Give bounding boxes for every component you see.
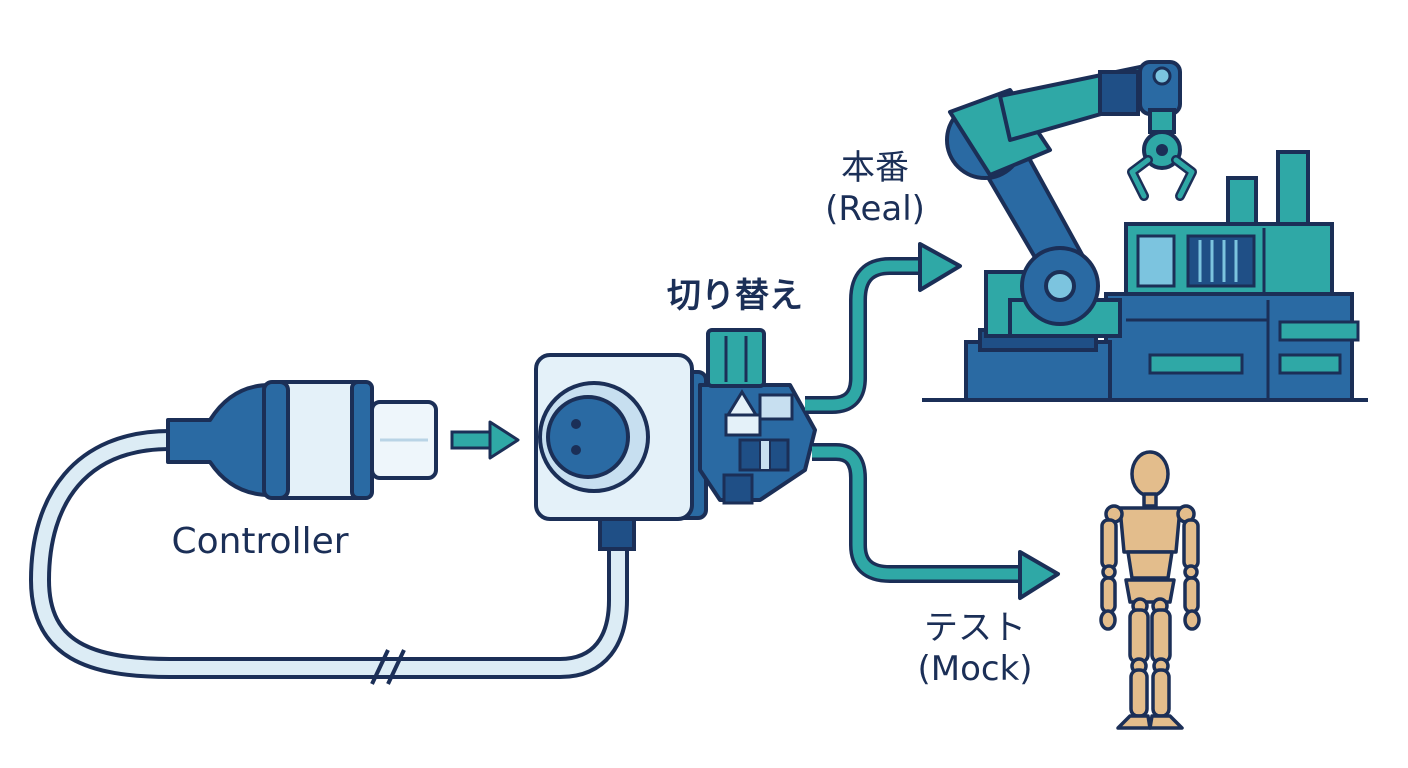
arrow-mock <box>812 443 1060 600</box>
real-label-en: (Real) <box>825 188 925 229</box>
mock-label-en: (Mock) <box>917 648 1033 689</box>
adapter-switch-icon <box>534 328 817 551</box>
switch-label: 切り替え <box>667 276 803 316</box>
arrow-real <box>805 242 962 414</box>
mock-label: テスト (Mock) <box>880 608 1070 690</box>
real-label: 本番 (Real) <box>800 148 950 230</box>
controller-label: Controller <box>171 521 349 562</box>
mock-label-jp: テスト <box>924 608 1026 648</box>
plug-icon <box>166 380 438 500</box>
cable <box>28 429 629 685</box>
real-label-jp: 本番 <box>841 148 909 188</box>
arrow-icon <box>450 420 520 460</box>
robot-arm-factory-icon <box>922 60 1368 402</box>
wooden-mannequin-icon <box>1099 450 1201 730</box>
